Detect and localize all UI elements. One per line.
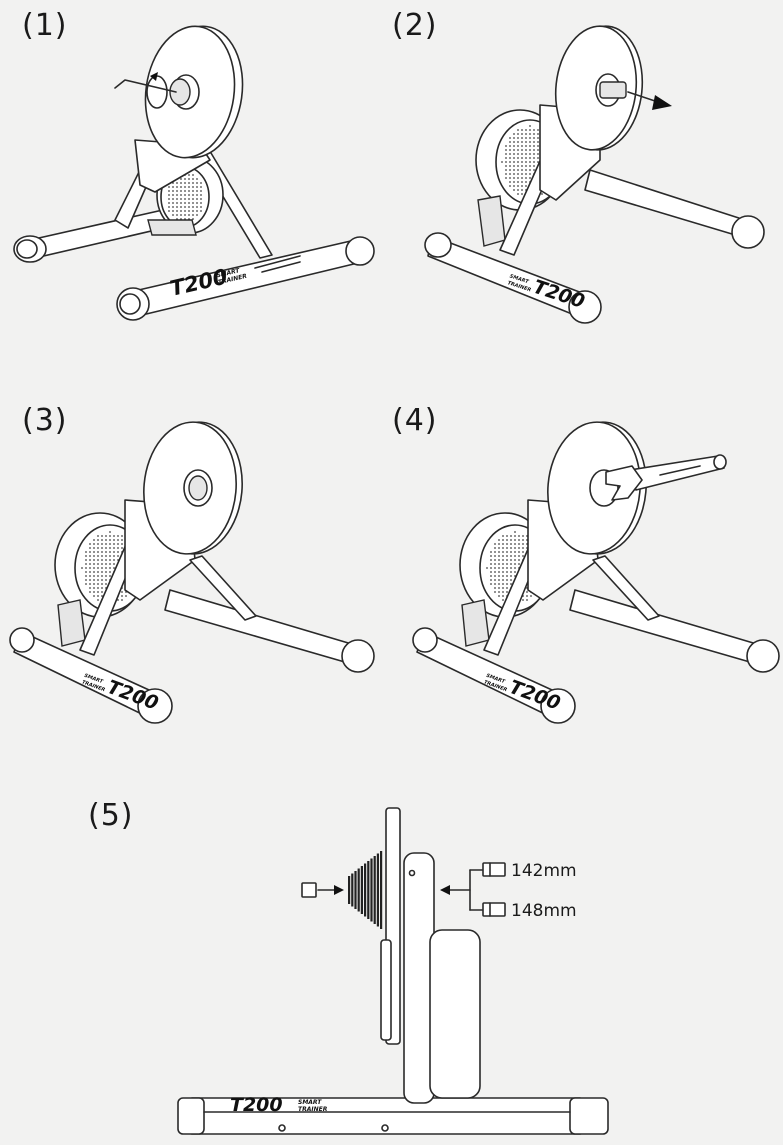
step-1-label: (1) xyxy=(22,8,68,43)
front-leg-bar xyxy=(116,236,375,321)
step-4-label: (4) xyxy=(392,403,438,438)
skewer-tool xyxy=(114,72,177,109)
step-4-illustration: T200 SMART TRAINER xyxy=(400,415,783,735)
brand-logo: T200 SMART TRAINER xyxy=(483,673,563,715)
svg-text:SMART: SMART xyxy=(509,274,530,286)
step-3-label: (3) xyxy=(22,403,68,438)
flywheel-disc xyxy=(547,421,647,555)
step-5-label: (5) xyxy=(88,798,134,833)
front-leg-bar xyxy=(9,627,173,724)
front-leg-bar xyxy=(424,232,602,324)
flywheel-disc xyxy=(554,25,644,151)
spacer-options: 142mm 148mm xyxy=(440,861,577,921)
step-2-illustration: T200 SMART TRAINER xyxy=(400,20,783,340)
spacer-148mm-label: 148mm xyxy=(511,901,577,921)
flywheel-disc xyxy=(143,421,243,555)
spacer-142mm-label: 142mm xyxy=(511,861,577,881)
step-5-illustration: 142mm 148mm T200 SMART TRAINER xyxy=(0,790,783,1145)
pull-arrow xyxy=(627,91,672,110)
spacer-small xyxy=(301,882,344,898)
frame-upright xyxy=(403,852,481,1104)
step-1-illustration: T200 SMART TRAINER xyxy=(0,20,390,340)
svg-text:TRAINER: TRAINER xyxy=(298,1106,328,1113)
brand-logo: T200 SMART TRAINER xyxy=(230,1094,328,1116)
svg-text:SMART: SMART xyxy=(298,1099,322,1106)
brand-model: T200 xyxy=(230,1094,283,1116)
wrench-icon xyxy=(605,454,727,501)
front-leg-bar xyxy=(412,627,576,724)
step-2-label: (2) xyxy=(392,8,438,43)
flywheel-side xyxy=(380,807,401,1045)
base-bar xyxy=(177,1097,609,1135)
cassette-icon xyxy=(348,851,383,929)
brand-logo: T200 SMART TRAINER xyxy=(81,673,161,715)
flywheel-disc xyxy=(144,25,244,159)
step-3-illustration: T200 SMART TRAINER xyxy=(0,415,390,735)
